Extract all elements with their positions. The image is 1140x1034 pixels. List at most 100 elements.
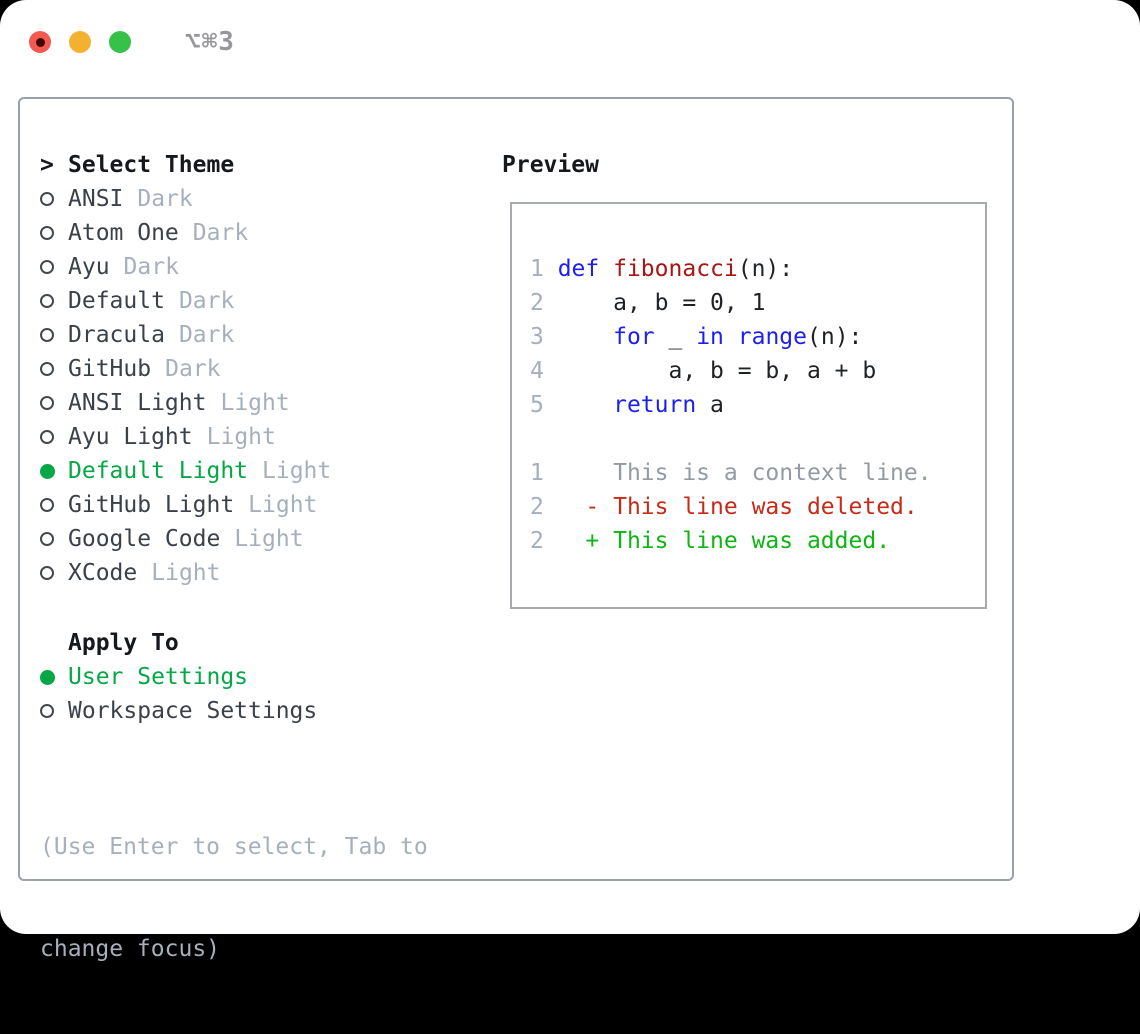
theme-tag: Dark (165, 356, 221, 382)
diff-line: 2 + This line was added. (530, 524, 932, 558)
code-token (724, 324, 738, 350)
preview-box: 1 def fibonacci (n): 2 a, b = 0, 1 3 for _ … (510, 202, 987, 609)
theme-name: Ayu Light (68, 424, 193, 450)
code-token: for (613, 324, 655, 350)
code-token: a, b = b, a + b (557, 358, 877, 384)
radio-unselected-icon (40, 396, 54, 410)
diff-line: 2 - This line was deleted. (530, 490, 932, 524)
code-token: _ (654, 324, 697, 350)
radio-selected-icon (40, 669, 55, 685)
theme-tag: Light (248, 492, 318, 518)
theme-option[interactable]: Atom One Dark (40, 216, 331, 250)
radio-unselected-icon (40, 328, 54, 342)
radio-unselected-icon (40, 704, 54, 718)
close-button[interactable] (29, 31, 51, 53)
apply-to-heading: Apply To (40, 626, 317, 660)
blank-line (530, 422, 932, 456)
code-token: range (737, 324, 807, 350)
theme-tag: Dark (192, 220, 249, 246)
code-token: + This line was added. (557, 528, 891, 554)
radio-unselected-icon (40, 430, 54, 444)
code-token: a, b = 0, 1 (557, 290, 766, 316)
line-number: 3 (530, 324, 558, 350)
radio-unselected-icon (40, 226, 54, 240)
apply-to-option[interactable]: User Settings (40, 660, 317, 694)
theme-name: Atom One (68, 220, 179, 246)
theme-tag: Light (262, 458, 332, 484)
window-title: ⌥⌘3 (185, 27, 235, 57)
titlebar: ⌥⌘3 (29, 27, 235, 57)
theme-option[interactable]: XCode Light (40, 556, 331, 590)
unsaved-indicator-dot (35, 37, 45, 47)
code-line: 3 for _ in range(n): (530, 320, 932, 354)
theme-tag: Dark (123, 254, 179, 280)
apply-to-label: Workspace Settings (68, 698, 318, 724)
theme-name: GitHub Light (68, 492, 235, 518)
theme-tag: Dark (178, 288, 235, 314)
theme-option[interactable]: Default Dark (40, 284, 331, 318)
theme-name: ANSI (68, 186, 124, 212)
code-line: 5 return a (530, 388, 932, 422)
code-token (558, 324, 613, 350)
diff-line: 1 This is a context line. (530, 456, 932, 490)
code-token: a (696, 392, 724, 418)
minimize-button[interactable] (69, 31, 91, 53)
radio-unselected-icon (40, 294, 54, 308)
code-token: return (613, 392, 697, 418)
code-token: (n): (807, 324, 863, 350)
theme-list-title: Select Theme (68, 152, 235, 178)
theme-option[interactable]: Ayu Dark (40, 250, 331, 284)
line-number: 1 (530, 256, 558, 282)
radio-selected-icon (40, 463, 55, 479)
code-token: - This line was deleted. (557, 494, 918, 520)
help-line-2: change focus) (40, 936, 221, 962)
theme-tag: Dark (178, 322, 235, 348)
theme-name: XCode (68, 560, 138, 586)
line-number: 4 (530, 358, 558, 384)
theme-tag: Light (234, 526, 304, 552)
radio-unselected-icon (40, 260, 54, 274)
line-number: 2 (530, 528, 558, 554)
code-token: in (696, 324, 724, 350)
preview-code: 1 def fibonacci (n): 2 a, b = 0, 1 3 for _ … (530, 252, 932, 558)
theme-name: Default (68, 288, 165, 314)
apply-to-label: User Settings (68, 664, 249, 690)
radio-unselected-icon (40, 532, 54, 546)
apply-to-title: Apply To (68, 630, 179, 656)
theme-name: Dracula (68, 322, 165, 348)
theme-tag: Light (206, 424, 276, 450)
selection-cursor-icon: > (40, 152, 54, 178)
theme-option[interactable]: Ayu Light Light (40, 420, 331, 454)
theme-name: Ayu (68, 254, 110, 280)
help-text: (Use Enter to select, Tab to change focu… (40, 762, 428, 1034)
code-token: fibonacci (613, 256, 738, 282)
preview-heading: Preview (502, 152, 599, 178)
theme-name: GitHub (68, 356, 152, 382)
theme-option[interactable]: ANSI Light Light (40, 386, 331, 420)
radio-unselected-icon (40, 498, 54, 512)
theme-list-heading: > Select Theme (40, 148, 331, 182)
code-token: This is a context line. (557, 460, 932, 486)
theme-tag: Light (151, 560, 221, 586)
code-token (558, 392, 613, 418)
code-token: def (557, 256, 600, 282)
theme-option[interactable]: Google Code Light (40, 522, 331, 556)
radio-unselected-icon (40, 566, 54, 580)
theme-option[interactable]: GitHub Light Light (40, 488, 331, 522)
theme-name: Google Code (68, 526, 221, 552)
theme-tag: Light (220, 390, 290, 416)
apply-to-option[interactable]: Workspace Settings (40, 694, 317, 728)
theme-option[interactable]: GitHub Dark (40, 352, 331, 386)
radio-unselected-icon (40, 192, 54, 206)
zoom-button[interactable] (109, 31, 131, 53)
help-line-1: (Use Enter to select, Tab to (40, 834, 428, 860)
theme-name: ANSI Light (68, 390, 207, 416)
theme-option[interactable]: Dracula Dark (40, 318, 331, 352)
line-number: 2 (530, 494, 558, 520)
